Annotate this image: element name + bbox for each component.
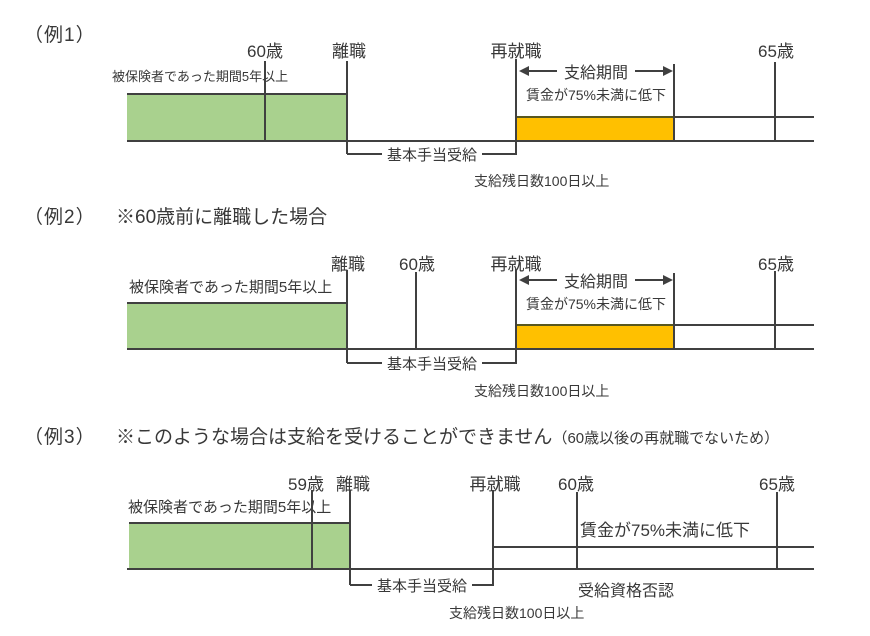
insured-period-label: 被保険者であった期間5年以上: [128, 499, 332, 516]
remaining-days-label: 支給残日数100日以上: [449, 605, 585, 621]
example-3-heading: （例3）: [24, 427, 96, 448]
basic-allowance-bracket: 基本手当受給: [347, 145, 518, 164]
age-60-label: 60歳: [247, 42, 283, 61]
age-65-tick: [774, 62, 776, 140]
insured-period-bar: [127, 93, 348, 140]
age-65-tick: [774, 271, 776, 348]
denial-label: 受給資格否認: [578, 583, 675, 600]
wage-level-line: [493, 546, 814, 548]
insured-period-bar: [127, 302, 348, 349]
wage-level-line: [675, 116, 814, 118]
reemployment-label: 再就職: [490, 255, 542, 274]
example-3-note-main: ※このような場合は支給を受けることができません: [116, 427, 553, 448]
age-59-label: 59歳: [288, 475, 324, 494]
basic-allowance-label: 基本手当受給: [377, 577, 468, 595]
basic-allowance-bracket: 基本手当受給: [350, 576, 495, 595]
benefit-end-tick: [673, 273, 675, 348]
wage-level-line: [675, 324, 814, 326]
wage-drop-label: 賃金が75%未満に低下: [525, 87, 667, 103]
timeline-baseline: [127, 348, 814, 350]
separation-tick: [346, 270, 348, 363]
example-3-note-reason: （60歳以後の再就職でないため）: [552, 430, 780, 447]
separation-label: 離職: [332, 42, 366, 61]
arrow-left-icon: [519, 66, 529, 76]
reemployment-tick: [515, 269, 517, 363]
age-60-label: 60歳: [399, 255, 435, 274]
age-65-tick: [776, 492, 778, 568]
age-60-tick: [415, 272, 417, 348]
basic-allowance-label: 基本手当受給: [387, 355, 478, 373]
timeline-baseline: [127, 568, 814, 570]
separation-tick: [346, 61, 348, 154]
payment-period-label: 支給期間: [564, 65, 629, 82]
reemployment-tick: [515, 59, 517, 154]
payment-period-arrow: 支給期間: [519, 272, 674, 291]
basic-allowance-label: 基本手当受給: [387, 146, 478, 164]
age-60-label: 60歳: [558, 475, 594, 494]
age-65-label: 65歳: [758, 255, 794, 274]
reemployment-tick: [492, 490, 494, 585]
arrow-right-icon: [663, 275, 674, 285]
arrow-right-icon: [663, 66, 674, 76]
age-65-label: 65歳: [759, 475, 795, 494]
payment-period-label: 支給期間: [564, 274, 629, 291]
insured-period-label: 被保険者であった期間5年以上: [129, 279, 333, 296]
reemployment-label: 再就職: [490, 42, 542, 61]
arrow-left-icon: [519, 275, 529, 285]
wage-drop-label: 賃金が75%未満に低下: [580, 521, 751, 540]
wage-drop-label: 賃金が75%未満に低下: [525, 296, 667, 312]
benefit-period-bar: [517, 116, 673, 140]
example-3-note: ※このような場合は支給を受けることができません（60歳以後の再就職でないため）: [116, 422, 779, 449]
remaining-days-label: 支給残日数100日以上: [474, 173, 610, 189]
age-65-label: 65歳: [758, 42, 794, 61]
remaining-days-label: 支給残日数100日以上: [474, 383, 610, 399]
example-2-note: ※60歳前に離職した場合: [116, 207, 328, 228]
age-59-tick: [311, 490, 313, 568]
age-60-tick: [264, 61, 266, 140]
benefit-end-tick: [673, 64, 675, 140]
basic-allowance-bracket: 基本手当受給: [347, 354, 518, 373]
insured-period-label: 被保険者であった期間5年以上: [112, 69, 289, 84]
timeline-baseline: [127, 140, 814, 142]
example-2-heading: （例2）: [24, 207, 96, 228]
payment-period-arrow: 支給期間: [519, 63, 674, 82]
separation-label: 離職: [336, 475, 370, 494]
example-1-heading: （例1）: [24, 25, 96, 46]
insured-period-bar: [129, 522, 351, 569]
separation-label: 離職: [331, 255, 365, 274]
benefit-period-bar: [517, 324, 673, 348]
age-60-tick: [576, 492, 578, 568]
reemployment-label: 再就職: [469, 475, 521, 494]
separation-tick: [349, 490, 351, 585]
